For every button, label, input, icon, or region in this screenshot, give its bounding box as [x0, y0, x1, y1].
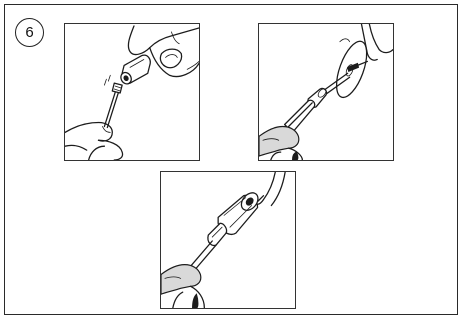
- attachment-mounted-illustration: [161, 172, 286, 308]
- step-number-badge: 6: [15, 18, 44, 47]
- illustration-panel-1: [64, 23, 200, 161]
- illustration-panel-2: [258, 23, 394, 161]
- step-number: 6: [25, 24, 34, 41]
- illustration-panel-3: [160, 171, 296, 309]
- mandrel-insertion-illustration: [65, 25, 199, 160]
- disc-mandrel-illustration: [259, 24, 393, 160]
